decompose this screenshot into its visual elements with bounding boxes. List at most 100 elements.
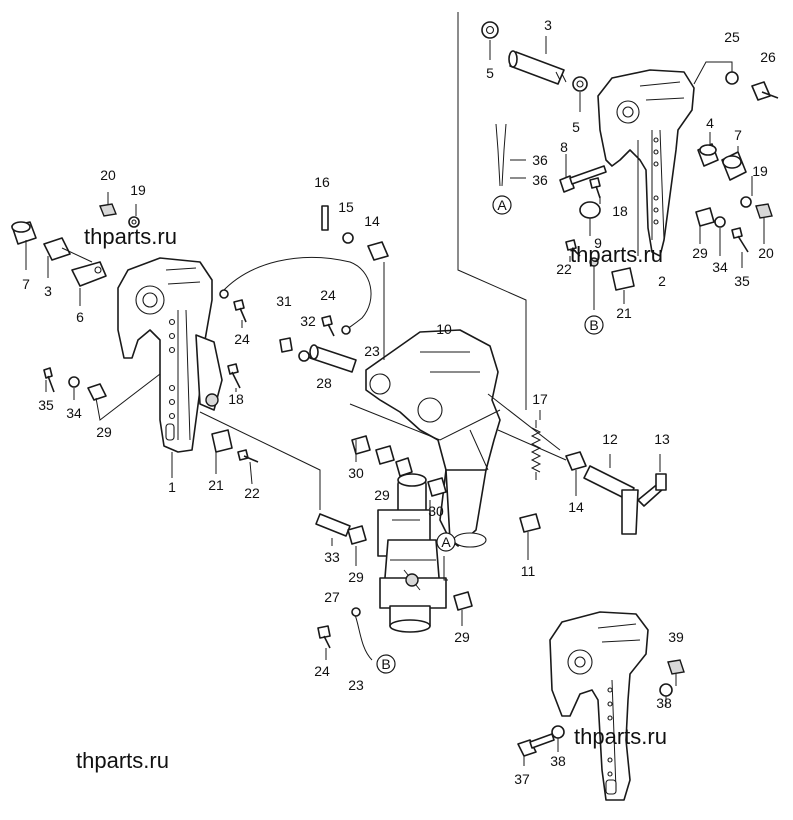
callout-34: 34 — [66, 405, 82, 421]
watermark-top-right: thparts.ru — [570, 242, 663, 267]
callout-4: 4 — [706, 115, 714, 131]
bolt-31 — [279, 337, 293, 353]
nut-39 — [667, 659, 685, 675]
callout-21-right: 21 — [616, 305, 632, 321]
callout-33: 33 — [324, 549, 340, 565]
ground-wire-top — [221, 256, 372, 331]
callout-36-b: 36 — [532, 172, 548, 188]
bolt-18-right — [589, 177, 601, 199]
callout-29-b: 29 — [348, 569, 364, 585]
center-swivel-assembly — [279, 205, 667, 548]
callout-32: 32 — [300, 313, 316, 329]
bushing-30-c — [427, 477, 447, 497]
watermark-top-left: thparts.ru — [84, 224, 177, 249]
callout-20: 20 — [100, 167, 116, 183]
callout-numbers: 7 3 6 20 19 35 34 29 1 21 22 18 24 16 15… — [22, 17, 776, 787]
callout-6: 6 — [76, 309, 84, 325]
left-bracket-pivot-inner — [142, 292, 158, 308]
pin-16 — [321, 205, 329, 231]
nut-20 — [99, 203, 117, 217]
callout-18: 18 — [228, 391, 244, 407]
marker-a-bottom-label: A — [441, 534, 451, 550]
bolt-18-left — [227, 363, 241, 389]
left-bracket-rib — [195, 334, 223, 411]
callout-7-right: 7 — [734, 127, 742, 143]
callout-26: 26 — [760, 49, 776, 65]
callout-29-a: 29 — [374, 487, 390, 503]
callout-25: 25 — [724, 29, 740, 45]
bolt-24-bottom — [317, 625, 331, 649]
tilt-tube-3 — [509, 51, 565, 85]
bolt-35 — [43, 367, 55, 393]
callout-24-bottom: 24 — [314, 663, 330, 679]
callout-1: 1 — [168, 479, 176, 495]
bolt-35-right — [731, 227, 749, 253]
bolt-24-mid — [321, 315, 335, 337]
bushing-14-right — [565, 451, 587, 471]
tilt-tube-end-3 — [43, 237, 71, 261]
bushing-14-top — [367, 241, 389, 261]
callout-36-a: 36 — [532, 152, 548, 168]
callout-35: 35 — [38, 397, 54, 413]
right-bottom-bracket-assembly — [517, 611, 685, 801]
callout-16: 16 — [314, 174, 330, 190]
bushing-29-c — [453, 591, 473, 611]
callout-2: 2 — [658, 273, 666, 289]
washer-34 — [68, 376, 80, 388]
bushing-29-left — [87, 383, 107, 401]
callout-15: 15 — [338, 199, 354, 215]
callout-23-bottom: 23 — [348, 677, 364, 693]
bushing-29-a — [395, 457, 413, 477]
lever-plate-12 — [621, 489, 639, 535]
washer-38-left — [551, 725, 565, 739]
bolt-26 — [751, 81, 779, 101]
grease-fitting-11 — [519, 513, 541, 533]
callout-28: 28 — [316, 375, 332, 391]
callout-11: 11 — [521, 563, 536, 579]
bolt-22-right — [565, 239, 581, 257]
nut-20-right — [755, 203, 773, 219]
left-bracket-assembly — [11, 203, 259, 463]
callout-14-right: 14 — [568, 499, 584, 515]
callout-3: 3 — [44, 283, 52, 299]
grip-13 — [655, 473, 667, 491]
callout-23-top: 23 — [364, 343, 380, 359]
bolt-24-top — [233, 299, 247, 323]
marker-a-top-label: A — [497, 197, 507, 213]
callout-14-top: 14 — [364, 213, 380, 229]
spring-17 — [530, 420, 542, 480]
callout-24-top: 24 — [234, 331, 250, 347]
callout-9: 9 — [594, 235, 602, 251]
bushing-29-right — [695, 207, 715, 227]
callout-35-right: 35 — [734, 273, 750, 289]
bushing-30-b — [375, 445, 395, 465]
washer-19-right — [740, 196, 752, 208]
watermarks: thparts.ru thparts.ru thparts.ru thparts… — [76, 224, 667, 773]
bolt-8 — [569, 165, 607, 185]
marker-b-bottom-label: B — [381, 656, 390, 672]
callout-22-right: 22 — [556, 261, 572, 277]
marker-b-top — [584, 315, 604, 335]
callout-29-right: 29 — [692, 245, 708, 261]
ground-wire-bottom — [353, 611, 373, 661]
callout-38-left: 38 — [550, 753, 566, 769]
watermark-bottom-right: thparts.ru — [574, 724, 667, 749]
washer-25 — [725, 71, 739, 85]
callout-30-b: 30 — [428, 503, 444, 519]
marker-b-bottom — [376, 654, 396, 674]
washer-15 — [342, 232, 354, 244]
callout-5-top: 5 — [486, 65, 494, 81]
bushing-30-a — [351, 435, 371, 455]
plate-9 — [579, 201, 601, 219]
callout-21: 21 — [208, 477, 224, 493]
callout-20-right: 20 — [758, 245, 774, 261]
callout-18-right: 18 — [612, 203, 628, 219]
plate-6 — [71, 261, 107, 287]
callout-5-mid: 5 — [572, 119, 580, 135]
plate-21-right — [611, 267, 635, 291]
callout-3-right: 3 — [544, 17, 552, 33]
callout-7: 7 — [22, 276, 30, 292]
callout-37: 37 — [514, 771, 530, 787]
watermark-bottom-left: thparts.ru — [76, 748, 169, 773]
right-top-bracket-assembly — [481, 21, 779, 310]
